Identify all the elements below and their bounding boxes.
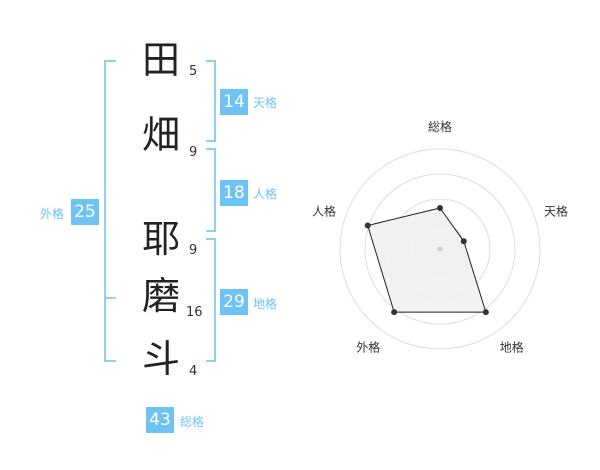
gaikaku-label: 外格 <box>40 207 65 221</box>
radar-axis-label-4: 外格 <box>356 340 380 355</box>
stroke-count-2: 9 <box>189 145 198 160</box>
name-char-1: 田 <box>141 38 180 82</box>
tenkaku-bracket <box>206 60 216 142</box>
stroke-count-5: 4 <box>189 364 198 379</box>
radar-ring <box>339 148 541 350</box>
jinkaku-score: 18 <box>220 180 248 206</box>
radar-axis-label-1: 総格 <box>428 119 452 134</box>
radar-point-1 <box>437 205 443 211</box>
radar-point-5 <box>364 222 371 229</box>
gaikaku-score: 25 <box>71 199 99 225</box>
stroke-count-3: 9 <box>189 243 198 258</box>
radar-ring <box>364 173 516 325</box>
stroke-count-4: 16 <box>186 305 203 320</box>
name-char-4: 磨 <box>141 274 180 318</box>
gaikaku-bracket <box>104 60 116 362</box>
soukaku-label: 総格 <box>180 415 205 429</box>
chikaku-label: 地格 <box>253 297 278 311</box>
jinkaku-bracket <box>206 148 216 232</box>
radar-axis-label-5: 人格 <box>312 203 336 218</box>
radar-center-dot <box>437 246 443 252</box>
radar-point-2 <box>460 238 467 245</box>
stroke-count-1: 5 <box>189 64 198 79</box>
jinkaku-label: 人格 <box>253 187 278 201</box>
name-char-3: 耶 <box>141 217 180 261</box>
name-char-5: 斗 <box>141 337 180 381</box>
radar-axis-label-3: 地格 <box>500 340 524 355</box>
bracket-divider <box>104 297 116 299</box>
chikaku-bracket <box>206 238 216 362</box>
name-char-2: 畑 <box>141 113 180 157</box>
tenkaku-score: 14 <box>220 89 248 115</box>
radar-axis-label-2: 天格 <box>544 203 568 218</box>
radar-point-4 <box>391 309 398 316</box>
tenkaku-label: 天格 <box>253 96 278 110</box>
radar-point-3 <box>482 309 489 316</box>
radar-series-polygon <box>367 207 487 313</box>
soukaku-score: 43 <box>146 407 174 433</box>
chikaku-score: 29 <box>220 289 248 315</box>
